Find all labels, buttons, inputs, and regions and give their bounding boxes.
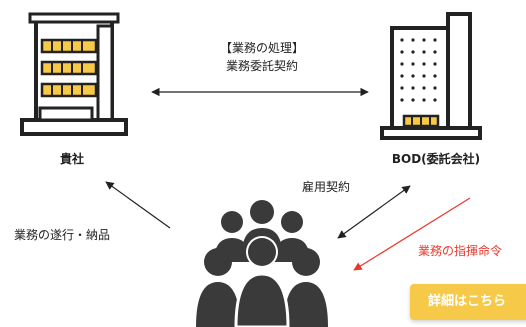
employment-arrow <box>337 185 411 239</box>
employment-label: 雇用契約 <box>302 180 351 194</box>
contractor-label: BOD(委託会社) <box>391 152 481 166</box>
contract-header-label: 【業務の処理】 <box>219 41 305 55</box>
delivery-label: 業務の遂行・納品 <box>14 228 111 242</box>
client-label: 貴社 <box>59 152 85 166</box>
delivery-arrow <box>105 181 171 229</box>
contract-type-label: 業務委託契約 <box>225 59 299 73</box>
office-building-icon <box>20 12 128 136</box>
details-button[interactable]: 詳細はこちら <box>410 284 526 320</box>
group-of-people-icon <box>196 200 328 327</box>
instruction-label: 業務の指揮命令 <box>418 244 503 258</box>
tower-building-icon <box>380 12 482 140</box>
instruction-arrow <box>353 197 471 271</box>
